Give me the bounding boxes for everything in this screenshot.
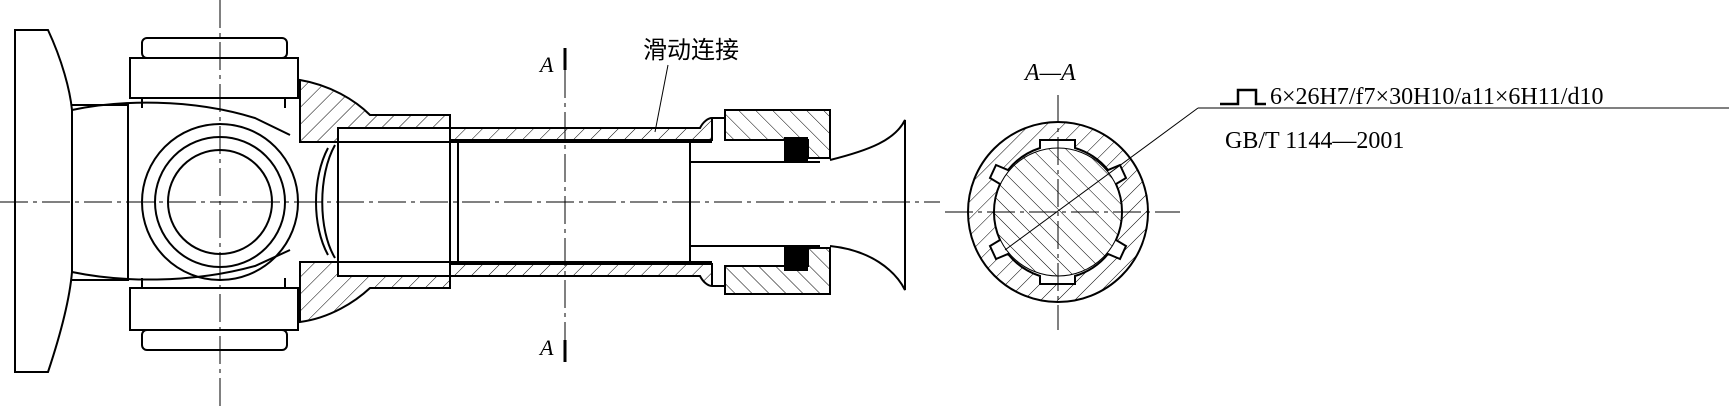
top-bearing-cap — [141, 37, 288, 59]
section-mark-top: A — [538, 52, 554, 77]
yoke-lower-arm — [71, 249, 291, 281]
bottom-bearing-cap — [141, 329, 288, 351]
seal-top — [784, 137, 808, 163]
universal-joint — [0, 0, 940, 407]
top-bearing-body — [129, 57, 299, 99]
section-title: A—A — [1023, 60, 1076, 86]
yoke-body — [72, 104, 129, 281]
yoke-upper-arm — [71, 101, 291, 136]
spline-spec-label: 6×26H7/f7×30H10/a11×6H11/d10 — [1270, 84, 1603, 110]
rectangular-spline-symbol — [1220, 88, 1266, 106]
bottom-bearing-body — [129, 287, 299, 331]
sliding-joint-label: 滑动连接 — [643, 36, 739, 64]
spline-cross-section — [945, 95, 1180, 330]
spec-leader — [1004, 107, 1729, 251]
seal-bottom — [784, 245, 808, 271]
standard-label: GB/T 1144—2001 — [1225, 128, 1404, 154]
sliding-joint-leader — [654, 64, 669, 133]
flange — [14, 29, 73, 373]
sliding-yoke-section — [299, 78, 906, 324]
section-mark-bottom: A — [538, 335, 554, 360]
